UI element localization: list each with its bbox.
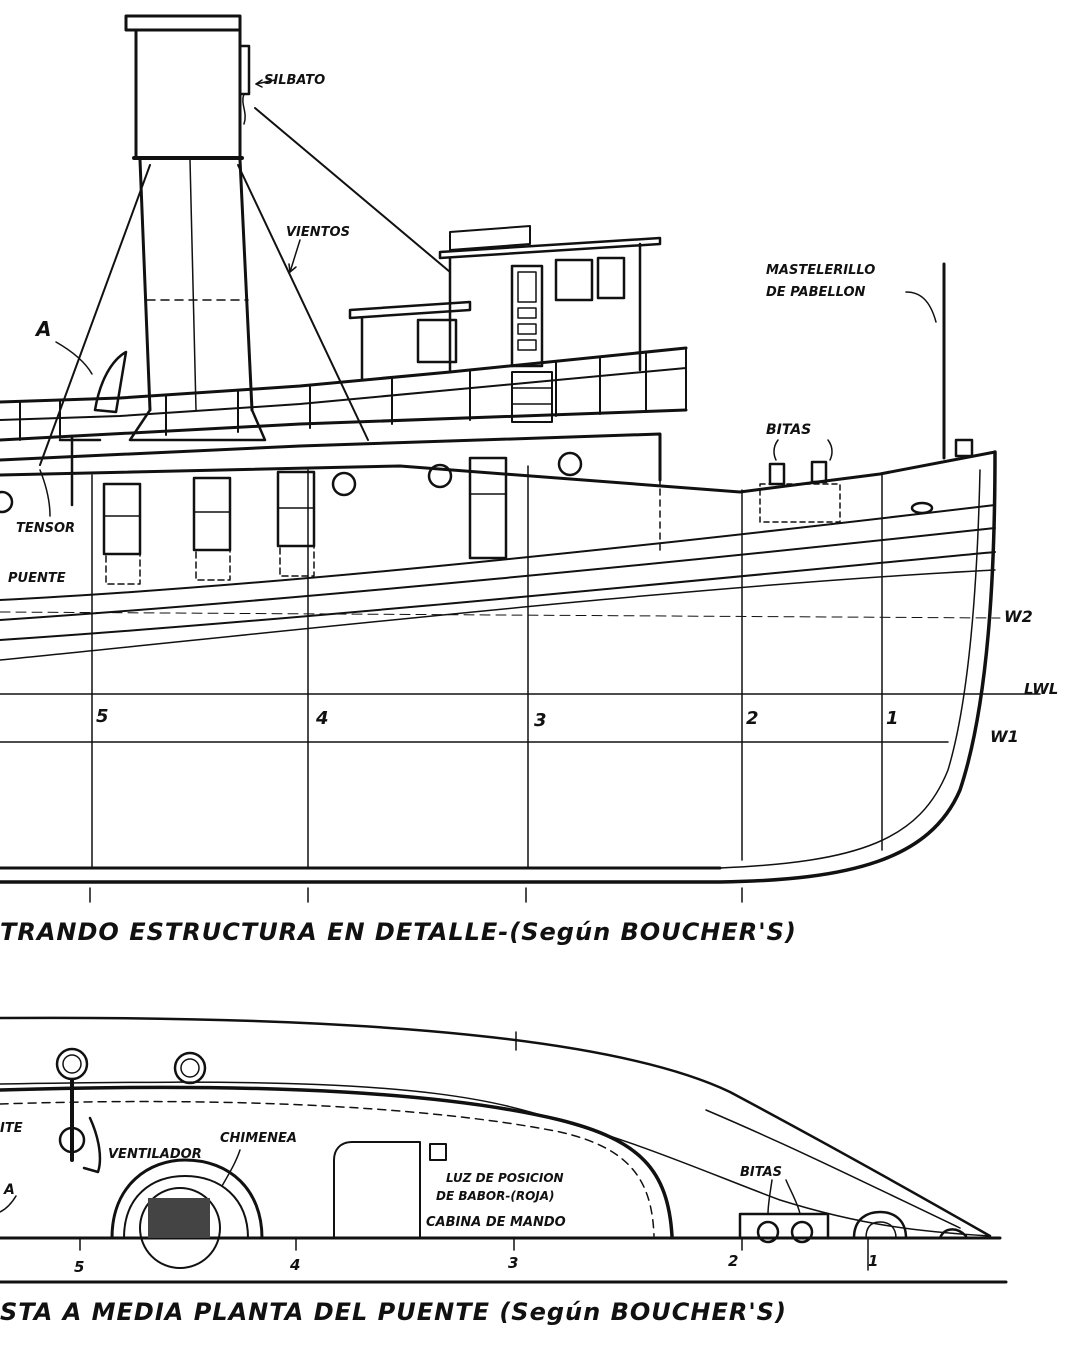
label-puente: PUENTE: [8, 571, 66, 586]
lower-deckhouse: [348, 300, 472, 382]
plan-labels: ITE A VENTILADOR CHIMENEA LUZ DE POSICIO…: [0, 1121, 878, 1276]
label-chimenea: CHIMENEA: [220, 1131, 297, 1146]
hull: [0, 432, 997, 884]
label-mastelerillo-line2: DE PABELLON: [766, 285, 866, 300]
label-plan-a: A: [3, 1182, 15, 1198]
wheelhouse: [438, 225, 662, 372]
bitts: [759, 438, 974, 523]
label-vientos: VIENTOS: [286, 225, 350, 240]
hull-openings: [0, 451, 583, 585]
label-plan-bitas: BITAS: [740, 1165, 782, 1180]
label-cabina: CABINA DE MANDO: [426, 1215, 566, 1230]
ventilator-a: [58, 350, 128, 507]
label-luz-line1: LUZ DE POSICION: [446, 1171, 564, 1185]
label-w1: W1: [990, 727, 1019, 746]
station-label: 1: [886, 708, 899, 729]
plan-station-label: 1: [868, 1252, 878, 1270]
label-mastelerillo-line1: MASTELERILLO: [766, 263, 875, 278]
funnel: [124, 14, 267, 442]
plan-portholes: [55, 1047, 207, 1085]
station-label: 4: [315, 708, 329, 729]
plan-bitts: [738, 1210, 968, 1244]
profile-view: SILBATO VIENTOS MASTELERILLO DE PABELLON…: [0, 14, 1058, 946]
label-a: A: [34, 317, 51, 341]
plan-station-ticks: [79, 1237, 869, 1271]
plan-station-label: 5: [74, 1258, 84, 1276]
label-lwl: LWL: [1024, 680, 1058, 698]
plan-cabin: [333, 1141, 447, 1239]
leader-lines: [39, 79, 937, 517]
plan-ventilator: [58, 1078, 102, 1174]
label-silbato: SILBATO: [264, 73, 325, 88]
label-w2: W2: [1004, 607, 1033, 626]
label-tensor: TENSOR: [16, 521, 75, 536]
plan-chimney: [110, 1158, 264, 1269]
guy-wires: [39, 107, 451, 466]
plan-station-label: 2: [728, 1252, 738, 1270]
label-ventilador: VENTILADOR: [108, 1147, 202, 1162]
label-luz-line2: DE BABOR-(ROJA): [436, 1189, 555, 1203]
station-label: 2: [746, 708, 759, 729]
station-grid: [0, 465, 1041, 903]
plan-station-label: 4: [289, 1256, 300, 1274]
station-label: 3: [534, 710, 547, 731]
label-ite: ITE: [0, 1121, 23, 1136]
plan-view: ITE A VENTILADOR CHIMENEA LUZ DE POSICIO…: [0, 1016, 1008, 1326]
station-label: 5: [96, 706, 109, 727]
plan-station-label: 3: [508, 1254, 518, 1272]
whistle: [238, 44, 251, 125]
label-bitas: BITAS: [766, 422, 811, 438]
railing: [0, 346, 688, 442]
plan-leaders: [0, 1149, 801, 1215]
profile-caption: TRANDO ESTRUCTURA EN DETALLE-(Según BOUC…: [0, 918, 797, 946]
profile-labels: SILBATO VIENTOS MASTELERILLO DE PABELLON…: [8, 73, 1058, 746]
plan-caption: STA A MEDIA PLANTA DEL PUENTE (Según BOU…: [0, 1298, 787, 1326]
